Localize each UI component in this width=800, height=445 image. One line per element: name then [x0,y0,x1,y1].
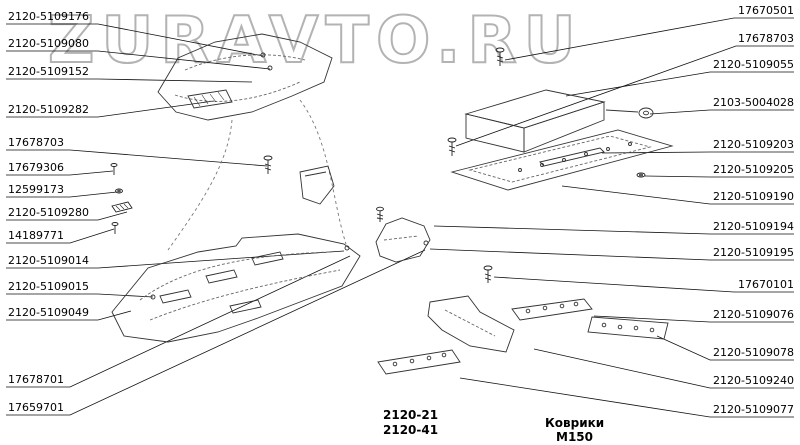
part-number-label: 2120-5109195 [713,246,794,259]
part-number-label: 2120-5109176 [8,10,89,23]
part-number-label: 2120-5109055 [713,58,794,71]
model-code: 2120-41 [383,423,439,437]
part-number-label: 17659701 [8,401,64,414]
part-number-label: 2120-5109280 [8,206,89,219]
watermark: ZURAVTO.RU [47,3,583,79]
part-number-label: 17670101 [738,278,794,291]
part-number-label: 2120-5109203 [713,138,794,151]
screw-icon [111,222,119,234]
screw-icon [110,163,118,175]
sheet-number: М150 [556,430,593,444]
screw-icon [483,265,493,283]
hatched-patch-icon [187,89,233,109]
pad-icon [111,201,133,213]
part-number-label: 2120-5109080 [8,37,89,50]
part-number-label: 2120-5109190 [713,190,794,203]
console-box-part [464,89,654,153]
part-number-label: 2120-5109015 [8,280,89,293]
leader-lines-left [6,23,426,416]
screw-icon [447,137,457,156]
screw-icon [376,206,384,222]
part-number-label: 17678701 [8,373,64,386]
screw-icon [263,155,273,174]
knob-icon [605,107,654,119]
part-number-label: 2120-5109078 [713,346,794,359]
center-mat-piece [375,217,431,263]
part-number-label: 2120-5109240 [713,374,794,387]
part-number-label: 12599173 [8,183,64,196]
nut-icon [115,188,123,194]
sheet-title: Коврики [545,416,605,430]
part-number-label: 2103-5004028 [713,96,794,109]
part-number-label: 2120-5109049 [8,306,89,319]
part-number-label: 2120-5109282 [8,103,89,116]
part-number-label: 17678703 [738,32,794,45]
model-code: 2120-21 [383,408,439,422]
screw-icons [110,47,646,283]
front-mat-sketch [157,33,347,251]
washer-icon [636,172,646,178]
part-number-label: 17670501 [738,4,794,17]
sill-strip-parts [377,295,669,375]
screw-icon [495,47,505,66]
part-number-label: 2120-5109205 [713,163,794,176]
part-number-label: 2120-5109152 [8,65,89,78]
leader-lines-right [429,17,794,418]
tray-mat-part [450,129,674,191]
part-number-label: 2120-5109014 [8,254,89,267]
part-number-label: 17678703 [8,136,64,149]
bracket-piece [299,165,335,205]
part-number-label: 2120-5109076 [713,308,794,321]
part-number-label: 2120-5109077 [713,403,794,416]
part-number-label: 2120-5109194 [713,220,794,233]
part-number-label: 17679306 [8,161,64,174]
part-number-label: 14189771 [8,229,64,242]
floor-mat-main [111,233,361,343]
